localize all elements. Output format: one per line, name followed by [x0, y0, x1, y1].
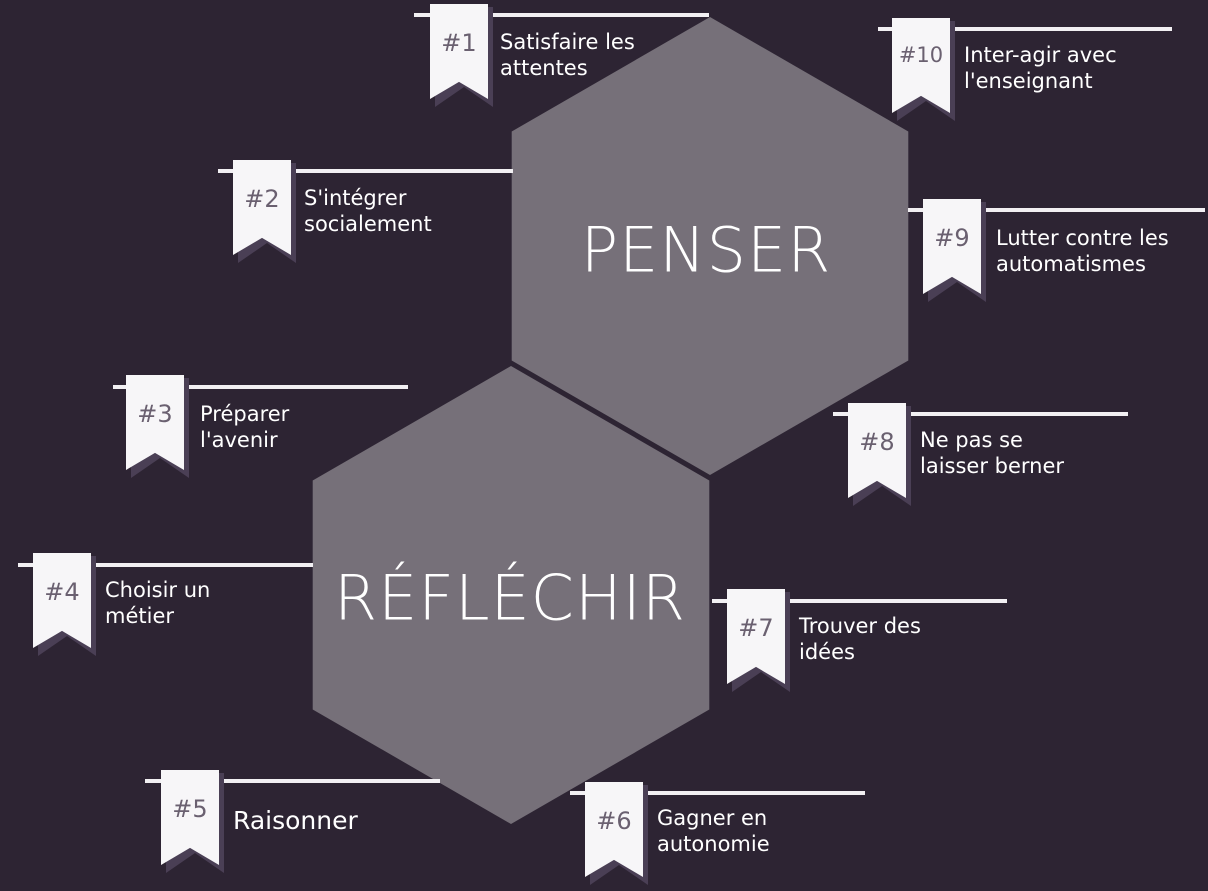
- hexagon-penser: [511, 17, 909, 475]
- connector-line: [570, 791, 865, 795]
- reason-text-line1: S'intégrer: [304, 186, 407, 210]
- connector-line: [218, 169, 513, 173]
- reason-text-line1: Raisonner: [233, 806, 358, 835]
- connector-line: [908, 208, 1205, 212]
- reason-number: #4: [44, 578, 80, 606]
- reason-text-line1: Ne pas se: [920, 428, 1023, 452]
- reason-text-line1: Trouver des: [799, 614, 921, 638]
- reason-text-line2: métier: [105, 604, 174, 628]
- reason-text-line1: Satisfaire les: [500, 30, 635, 54]
- reason-text-line2: automatismes: [996, 252, 1146, 276]
- reason-text-line2: socialement: [304, 212, 432, 236]
- reason-number: #10: [898, 43, 944, 67]
- reason-text-line1: Préparer: [200, 402, 290, 426]
- reason-number: #7: [738, 614, 774, 642]
- reason-text-line2: attentes: [500, 56, 588, 80]
- reason-number: #8: [859, 428, 895, 456]
- reason-text-line1: Inter-agir avec: [964, 43, 1117, 67]
- reason-text-line2: idées: [799, 640, 855, 664]
- connector-line: [113, 385, 408, 389]
- reason-text-line2: laisser berner: [920, 454, 1065, 478]
- connector-line: [145, 779, 440, 783]
- hexagon-reflechir: [312, 366, 710, 824]
- reason-text-line2: autonomie: [657, 832, 770, 856]
- connector-line: [414, 13, 709, 17]
- connector-line: [18, 563, 313, 567]
- reason-number: #1: [441, 29, 477, 57]
- connector-line: [878, 27, 1172, 31]
- reason-number: #9: [934, 224, 970, 252]
- hexagon-label-reflechir: RÉFLÉCHIR: [334, 561, 686, 635]
- reason-text-line1: Lutter contre les: [996, 226, 1169, 250]
- reason-number: #3: [137, 400, 173, 428]
- connector-line: [712, 599, 1007, 603]
- reason-number: #6: [596, 807, 632, 835]
- hexagon-label-penser: PENSER: [580, 213, 832, 287]
- reason-text-line1: Choisir un: [105, 578, 211, 602]
- reason-text-line1: Gagner en: [657, 806, 768, 830]
- reason-number: #5: [172, 795, 208, 823]
- reason-number: #2: [244, 185, 280, 213]
- reason-text-line2: l'avenir: [200, 428, 278, 452]
- connector-line: [833, 412, 1128, 416]
- reason-text-line2: l'enseignant: [964, 69, 1093, 93]
